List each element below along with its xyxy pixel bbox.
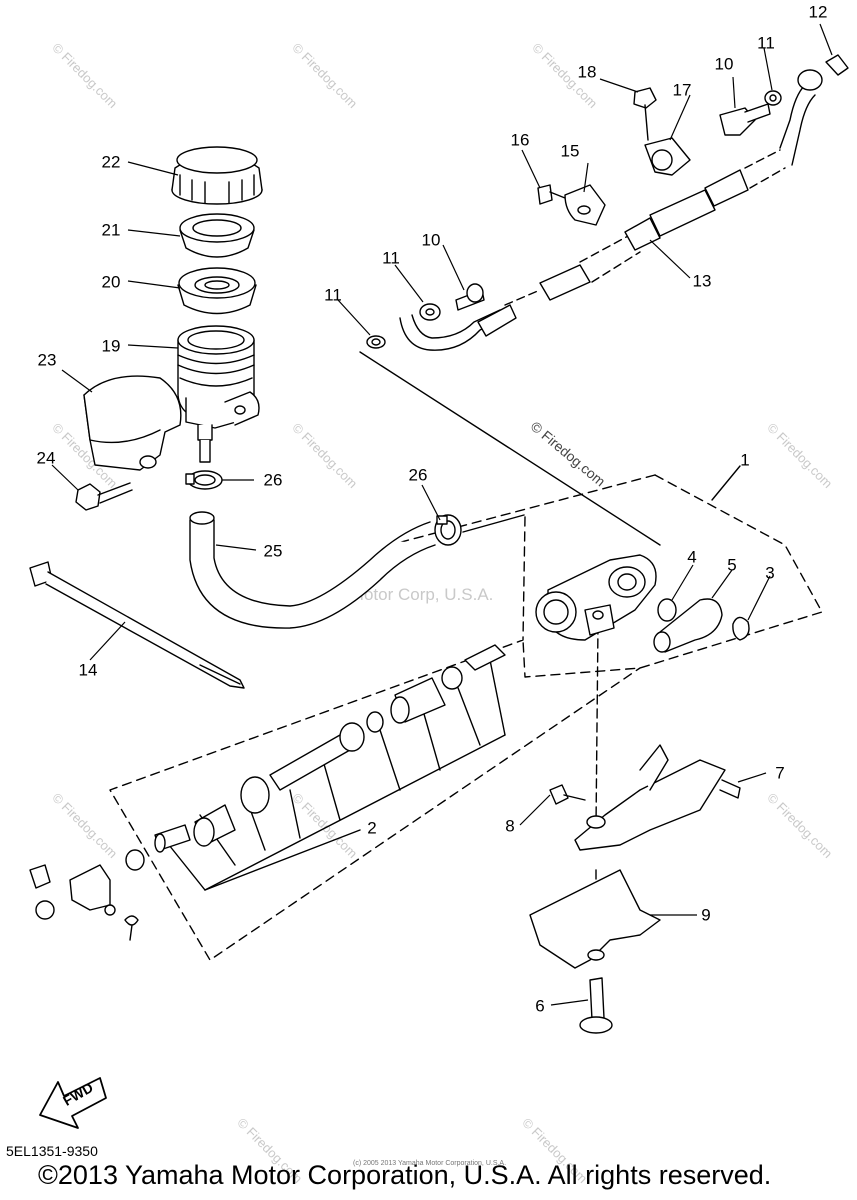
callout-8: 8 — [505, 816, 515, 836]
union-bolt-lower — [455, 283, 485, 311]
diagram-code: 5EL1351-9350 — [6, 1143, 98, 1159]
callout-6: 6 — [535, 996, 545, 1016]
bolt-18 — [633, 87, 657, 141]
fwd-arrow — [39, 1077, 107, 1129]
callout-13: 13 — [692, 271, 712, 291]
callout-25: 25 — [263, 541, 283, 561]
callout-9: 9 — [701, 905, 711, 925]
copyright-notice: ©2013 Yamaha Motor Corporation, U.S.A. A… — [38, 1160, 772, 1190]
hose-holder-17 — [644, 137, 691, 176]
hose-clamp-lower — [434, 514, 462, 546]
callout-21: 21 — [101, 220, 121, 240]
callout-5: 5 — [727, 555, 737, 575]
master-cylinder-body — [535, 554, 657, 641]
cable-tie — [29, 561, 245, 689]
callout-26-lower: 26 — [408, 465, 428, 485]
bolt-8 — [549, 784, 586, 805]
callout-14: 14 — [78, 660, 98, 680]
reservoir-cover — [83, 375, 182, 471]
callout-11-middle: 11 — [382, 248, 400, 268]
callout-23: 23 — [37, 350, 57, 370]
callout-11-lower: 11 — [324, 285, 342, 305]
callout-22: 22 — [101, 152, 121, 172]
callout-11-upper: 11 — [757, 33, 775, 53]
callout-16: 16 — [510, 130, 530, 150]
hose-clamp-upper — [185, 470, 223, 490]
fine-print: (c) 2005 2013 Yamaha Motor Corporation, … — [353, 1160, 507, 1167]
kit-2-boundary — [109, 516, 641, 961]
bracket-7 — [574, 744, 741, 851]
callout-3: 3 — [765, 563, 775, 583]
callout-24: 24 — [36, 448, 56, 468]
reservoir-hose — [189, 511, 436, 629]
callout-20: 20 — [101, 272, 121, 292]
assembly-1-boundary — [522, 474, 823, 678]
o-ring-4 — [657, 598, 677, 622]
diaphragm — [177, 267, 257, 315]
diaphragm-holder — [179, 213, 255, 258]
clevis — [29, 864, 139, 941]
callout-17: 17 — [672, 80, 692, 100]
callout-10-lower: 10 — [421, 230, 441, 250]
callout-10-upper: 10 — [714, 54, 734, 74]
reservoir-tank — [177, 325, 260, 463]
brake-hose — [399, 69, 823, 351]
hose-guide-12 — [825, 54, 849, 76]
callout-19: 19 — [101, 336, 121, 356]
piston-kit — [125, 644, 506, 871]
hose-holder-15 — [564, 184, 606, 226]
screw-6 — [579, 977, 613, 1034]
callout-12: 12 — [808, 2, 828, 22]
callout-2: 2 — [367, 818, 377, 838]
bolt-24 — [75, 482, 133, 511]
callout-4: 4 — [687, 547, 697, 567]
callout-1: 1 — [740, 450, 750, 470]
guard-9 — [529, 869, 661, 969]
callout-15: 15 — [560, 141, 580, 161]
callout-18: 18 — [577, 62, 597, 82]
callout-7: 7 — [775, 763, 785, 783]
union-bolt-upper — [719, 103, 771, 136]
callout-26-upper: 26 — [263, 470, 283, 490]
circlip-3 — [732, 616, 750, 641]
hose-joint-5 — [653, 598, 723, 653]
screw-16 — [537, 184, 566, 205]
reservoir-cap — [171, 146, 263, 205]
